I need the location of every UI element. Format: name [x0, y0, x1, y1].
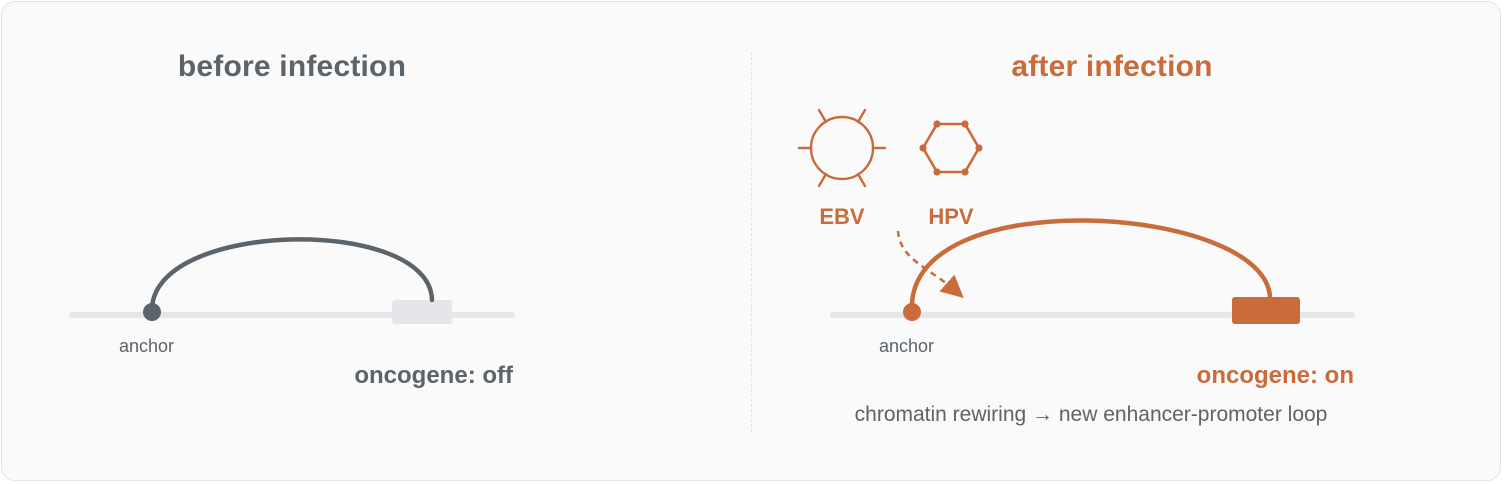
before-infection-title: before infection [177, 50, 407, 83]
before-oncogene-box [392, 300, 452, 324]
after-oncogene-box [1232, 297, 1300, 324]
after-caption: chromatin rewiring → new enhancer-promot… [854, 403, 1328, 426]
ebv-virus-icon [797, 108, 887, 188]
ebv-label: EBV [819, 204, 865, 229]
after-panel [797, 108, 1355, 324]
after-chromatin-loop [909, 218, 1273, 314]
before-chromatin-loop [149, 237, 435, 314]
before-oncogene-state: oncogene: off [354, 362, 513, 389]
infection-arrow [896, 230, 964, 298]
after-infection-title: after infection [1011, 50, 1213, 83]
after-anchor-dot [903, 303, 921, 321]
after-oncogene-state: oncogene: on [1196, 362, 1354, 389]
before-anchor-dot [143, 303, 161, 321]
before-anchor-label: anchor [119, 336, 175, 356]
hpv-virus-icon [919, 120, 983, 176]
before-panel [69, 237, 515, 324]
hpv-label: HPV [928, 204, 974, 229]
after-anchor-label: anchor [879, 336, 935, 356]
panel-divider [751, 52, 752, 432]
